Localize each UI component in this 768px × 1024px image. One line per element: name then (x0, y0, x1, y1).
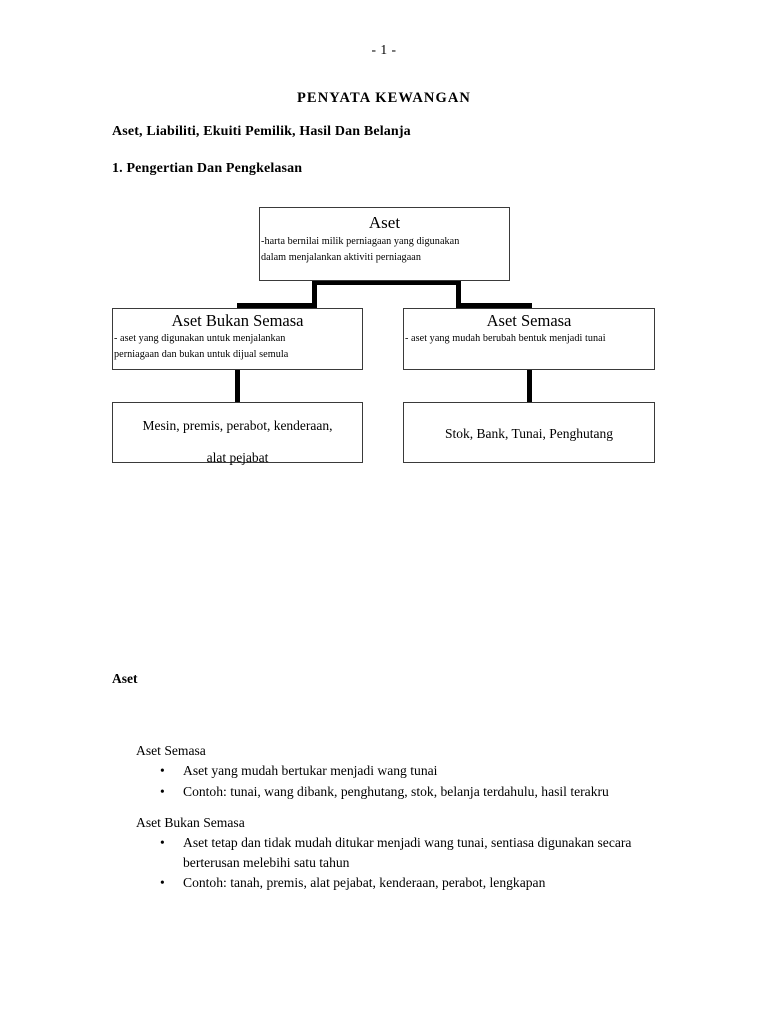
list-item: • Contoh: tunai, wang dibank, penghutang… (136, 782, 666, 801)
notes-label-aset-semasa: Aset Semasa (136, 743, 206, 758)
diagram-node-aset: Aset -harta bernilai milik perniagaan ya… (259, 207, 510, 281)
node-title-aset: Aset (368, 213, 401, 232)
notes-list-aset-bukan-semasa: • Aset tetap dan tidak mudah ditukar men… (136, 833, 666, 892)
notes-label-aset-bukan-semasa: Aset Bukan Semasa (136, 815, 245, 830)
connector-root-horizontal-bar (312, 280, 461, 285)
document-subtitle: Aset, Liabiliti, Ekuiti Pemilik, Hasil D… (112, 124, 411, 139)
bullet-icon: • (160, 783, 165, 799)
section-heading: 1. Pengertian Dan Pengkelasan (112, 161, 303, 176)
connector-noncurrent-to-examples (235, 370, 240, 402)
node-description-aset-bukan-semasa-line1: - aset yang digunakan untuk menjalankan (114, 333, 286, 345)
connector-current-to-examples (527, 370, 532, 402)
connector-root-to-current-vertical (456, 280, 461, 308)
document-title: PENYATA KEWANGAN (296, 90, 472, 106)
list-item: • Aset tetap dan tidak mudah ditukar men… (136, 833, 666, 872)
examples-aset-bukan-semasa-line1: Mesin, premis, perabot, kenderaan, (142, 418, 333, 433)
connector-root-to-noncurrent-vertical (312, 280, 317, 308)
connector-noncurrent-top-stub (237, 303, 317, 308)
examples-aset-bukan-semasa-line2: alat pejabat (206, 449, 269, 465)
node-description-aset-line1: -harta bernilai milik perniagaan yang di… (261, 236, 460, 248)
bullet-icon: • (160, 874, 165, 890)
list-item-text: Aset tetap dan tidak mudah ditukar menja… (183, 835, 632, 870)
list-item: • Contoh: tanah, premis, alat pejabat, k… (136, 873, 666, 892)
notes-list-aset-semasa: • Aset yang mudah bertukar menjadi wang … (136, 761, 666, 801)
diagram-node-aset-bukan-semasa: Aset Bukan Semasa - aset yang digunakan … (112, 308, 363, 370)
list-item: • Aset yang mudah bertukar menjadi wang … (136, 761, 666, 780)
list-item-text: Aset yang mudah bertukar menjadi wang tu… (183, 763, 438, 779)
examples-aset-semasa-line1: Stok, Bank, Tunai, Penghutang (444, 426, 614, 441)
diagram-node-aset-bukan-semasa-examples: Mesin, premis, perabot, kenderaan, alat … (112, 402, 363, 465)
node-title-aset-semasa: Aset Semasa (486, 311, 572, 330)
bullet-icon: • (160, 763, 165, 779)
list-item-text: Contoh: tanah, premis, alat pejabat, ken… (183, 874, 546, 890)
notes-block-aset-bukan-semasa: Aset Bukan Semasa • Aset tetap dan tidak… (136, 813, 666, 893)
notes-heading: Aset (112, 671, 138, 686)
node-description-aset-bukan-semasa-line2: perniagaan dan bukan untuk dijual semula (114, 348, 289, 360)
connector-current-top-stub (456, 303, 532, 308)
bullet-icon: • (160, 835, 165, 851)
notes-block-aset-semasa: Aset Semasa • Aset yang mudah bertukar m… (136, 741, 666, 802)
diagram-node-aset-semasa-examples: Stok, Bank, Tunai, Penghutang (403, 402, 655, 463)
node-description-aset-line2: dalam menjalankan aktiviti perniagaan (261, 252, 421, 264)
list-item-text: Contoh: tunai, wang dibank, penghutang, … (183, 783, 609, 799)
node-description-aset-semasa-line1: - aset yang mudah berubah bentuk menjadi… (405, 333, 606, 345)
page-number: - 1 - (371, 42, 397, 57)
node-title-aset-bukan-semasa: Aset Bukan Semasa (171, 311, 304, 330)
diagram-node-aset-semasa: Aset Semasa - aset yang mudah berubah be… (403, 308, 655, 370)
